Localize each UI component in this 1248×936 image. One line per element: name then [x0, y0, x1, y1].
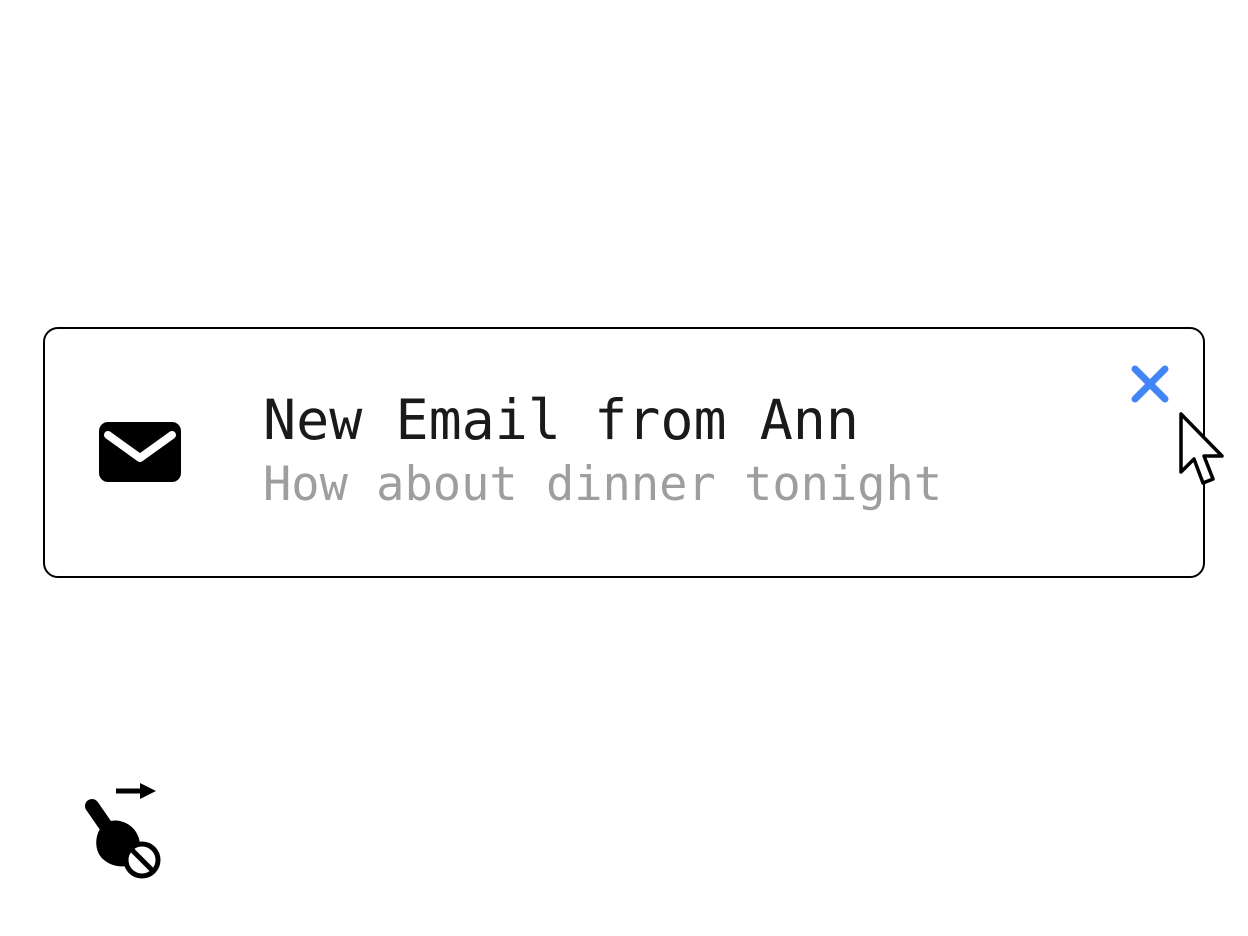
notification-subtitle: How about dinner tonight [263, 457, 943, 512]
swipe-disabled-icon [80, 780, 168, 880]
arrow-right-icon [116, 783, 156, 799]
notification-card[interactable]: New Email from Ann How about dinner toni… [43, 327, 1205, 578]
close-button[interactable] [1128, 362, 1172, 406]
email-icon [99, 422, 181, 482]
close-icon [1131, 365, 1169, 403]
prohibition-icon [123, 841, 161, 879]
notification-title: New Email from Ann [263, 388, 860, 452]
